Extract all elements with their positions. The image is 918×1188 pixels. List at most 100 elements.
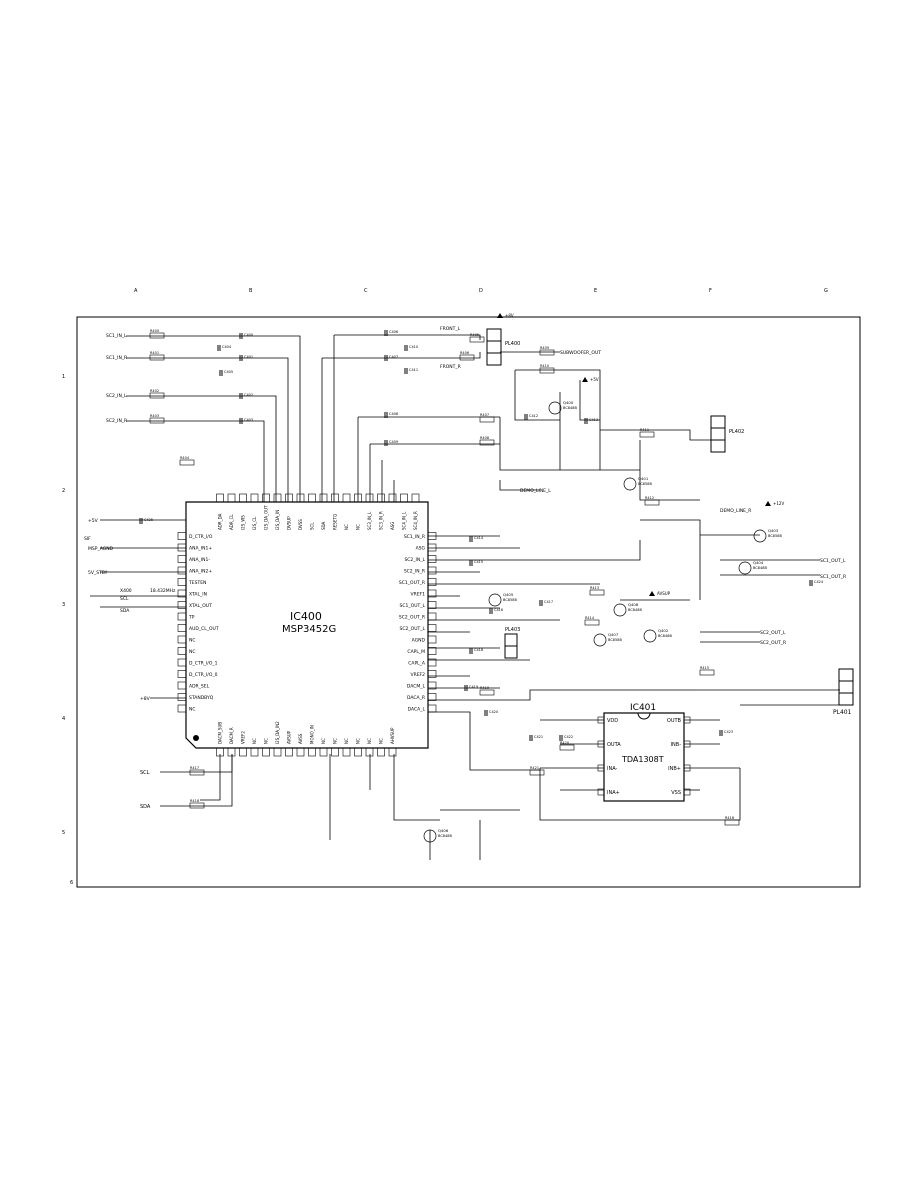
ic401-pin (683, 788, 691, 796)
ic401-pin-label: VDD (607, 718, 618, 724)
ic400-pin (177, 635, 187, 644)
capacitor-ref: C406 (389, 330, 398, 334)
ic400-chip: IC400 MSP3452G D_CTR_I/OANA_IN1+ANA_IN1-… (177, 493, 437, 757)
resistor (479, 439, 495, 446)
ic400-pin-label: ANA_IN1+ (189, 546, 212, 552)
connector-body (838, 668, 854, 706)
transistor-part: BC848B (438, 834, 452, 838)
power-flag-icon (582, 377, 588, 382)
transistor-symbol (488, 593, 502, 607)
grid-col-label: D (479, 288, 483, 294)
transistor-ref: Q404 (753, 560, 764, 565)
ic400-pin-label: SC4_IN_L (402, 511, 407, 530)
grid-column-labels: A B C D E F G (134, 288, 828, 294)
ic400-pin-label: NC (189, 649, 196, 655)
ic401-pin (597, 788, 605, 796)
capacitor-ref: C404 (222, 345, 232, 349)
ic400-pin (177, 532, 187, 540)
ic400-pin-label: NC (379, 738, 384, 744)
ic401-pin-label: INA+ (607, 790, 620, 796)
capacitor-ref: C409 (389, 440, 398, 444)
ic400-pin (177, 704, 187, 713)
ic400-pin-label: VREF2 (411, 672, 426, 678)
ic400-pin (239, 493, 247, 503)
capacitor-ref: C402 (244, 393, 253, 397)
transistor-part: BC848B (628, 608, 642, 612)
transistor-symbol (548, 401, 562, 415)
ic400-pin (427, 612, 437, 621)
net-label: SIF (84, 536, 91, 542)
ic400-pin (250, 747, 259, 757)
transistor-part: BC858B (608, 638, 622, 642)
ic400-pin-label: NC (333, 738, 338, 744)
ic400-pin (365, 493, 374, 503)
ic400-pin (177, 624, 187, 632)
ic400-pin-label: CAPL_A (408, 661, 426, 667)
grid-row-label: 4 (62, 716, 65, 722)
capacitor-ref: C415 (474, 560, 483, 564)
ic400-pin-label: NC (344, 738, 349, 744)
ic400-pin (177, 566, 187, 575)
ic400-pin (177, 693, 187, 701)
resistor (539, 349, 555, 356)
transistors: Q400BC848BQ401BC858BQ402BC848BQ403BC858B… (423, 313, 784, 843)
ic400-pin-label: SC4_IN_R (413, 511, 418, 530)
resistor-ref: R407 (480, 413, 489, 417)
ic400-pin (365, 747, 374, 757)
net-label: SC1_IN_R (106, 355, 127, 361)
net-labels: SC1_IN_LSC1_IN_RSC2_IN_LSC2_IN_RFRONT_LF… (84, 326, 846, 826)
resistor (149, 417, 165, 424)
capacitor-ref: C403 (244, 418, 253, 422)
resistor (189, 769, 205, 776)
resistor-ref: R411 (640, 428, 649, 432)
ic400-pin-label: RESETQ (333, 514, 338, 530)
transistor-part: BC858B (638, 482, 652, 486)
ic400-pin-label: DACM_SUB (218, 722, 223, 744)
ic400-pin (308, 493, 316, 503)
ic400-pin (388, 747, 397, 757)
resistor-ref: R414 (585, 616, 595, 620)
capacitor-ref: C412 (529, 414, 538, 418)
transistor-ref: Q405 (503, 592, 514, 597)
resistor-ref: R413 (590, 586, 599, 590)
ic400-pin-label: SC1_OUT_L (400, 603, 426, 609)
grid-col-label: F (709, 288, 712, 294)
resistor (724, 819, 740, 826)
transistor-part: BC848B (563, 406, 577, 410)
ic400-pin (262, 493, 270, 503)
power-flag-icon (765, 501, 771, 506)
ic401-pin-label: INB+ (668, 766, 681, 772)
ic400-pin (427, 566, 437, 575)
wires (90, 334, 840, 860)
connector-ref: PL400 (505, 341, 520, 347)
net-label: SC2_OUT_R (760, 640, 786, 646)
net-label: +8V (140, 696, 151, 702)
ic400-pin (177, 601, 187, 609)
ic400-pin (177, 670, 187, 678)
ic400-pin-label: SC1_OUT_R (399, 580, 425, 586)
ic401-pin-label: INA- (607, 766, 618, 772)
pin1-dot (193, 735, 199, 741)
ic400-pin (342, 747, 351, 757)
net-label: FRONT_R (440, 364, 461, 370)
ic400-pin (427, 555, 437, 563)
ic400-pin-label: AVSS (298, 733, 303, 744)
resistor-ref: R401 (150, 351, 159, 355)
ic400-pin (411, 493, 420, 503)
grid-col-label: A (134, 288, 138, 294)
ic400-part: MSP3452G (282, 624, 336, 635)
capacitor-ref: C407 (389, 355, 398, 359)
ic400-pin-label: AVSUP (287, 730, 292, 744)
net-label: MSP_AGND (88, 546, 114, 552)
power-label: +12V (773, 501, 784, 506)
ic400-pin-label: SC3_IN_R (379, 511, 384, 530)
ic400-pin (250, 493, 259, 503)
resistor-ref: R412 (645, 496, 654, 500)
capacitor-ref: C425 (144, 518, 153, 522)
connector-ref: PL403 (505, 627, 520, 633)
resistor (459, 354, 475, 361)
resistor (149, 332, 165, 339)
capacitor-ref: C400 (244, 333, 253, 337)
net-label: SC1_OUT_R (820, 574, 846, 580)
ic400-pin (285, 747, 293, 757)
